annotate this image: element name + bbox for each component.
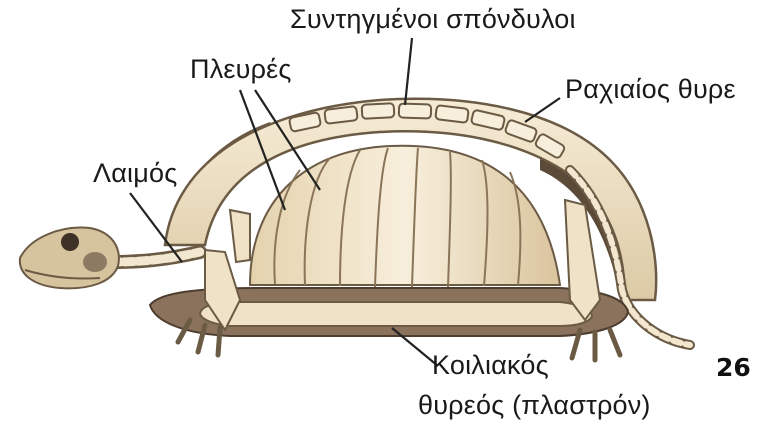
plastron-bone	[200, 302, 592, 326]
label-fused-vertebrae: Συντηγμένοι σπόνδυλοι	[290, 6, 576, 33]
rib-cavity	[250, 146, 560, 285]
label-plastron-line1: Κοιλιακός	[432, 352, 549, 379]
skull	[20, 228, 119, 289]
label-neck: Λαιμός	[93, 160, 177, 187]
label-plastron-line2: θυρεός (πλαστρόν)	[418, 392, 651, 419]
page-number: 26	[716, 353, 751, 382]
label-carapace: Ραχιαίος θυρε	[565, 76, 736, 103]
label-ribs: Πλευρές	[190, 56, 292, 83]
